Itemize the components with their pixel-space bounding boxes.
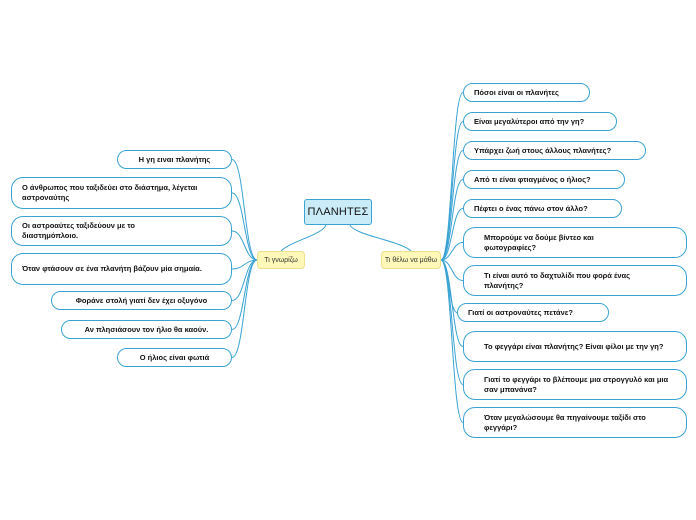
right-topic-connector	[440, 259, 464, 423]
question-node[interactable]: Γιατί το φεγγάρι το βλέπουμε μια στρογγυ…	[463, 369, 687, 400]
right-topic-connector	[440, 259, 464, 385]
right-topic-connector	[440, 259, 464, 347]
node-text: Ο ήλιος είναι φωτιά	[139, 352, 210, 362]
known-fact-node[interactable]: Φοράνε στολή γιατί δεν έχει οξυγόνο	[51, 291, 232, 310]
known-fact-node[interactable]: Οι αστροαύτες ταξιδεύουν με το διαστημόπ…	[11, 216, 232, 246]
question-node[interactable]: Από τι είναι φτιαγμένος ο ήλιος?	[463, 170, 625, 189]
root-to-left-branch-line	[280, 224, 327, 252]
question-node[interactable]: Το φεγγάρι είναι πλανήτης? Είναι φίλοι μ…	[463, 331, 687, 362]
question-node[interactable]: Τι είναι αυτό το δαχτυλίδι που φορά ένας…	[463, 265, 687, 296]
node-text: Αν πλησιάσουν τον ήλιο θα καούν.	[84, 324, 209, 334]
known-fact-node[interactable]: Ο άνθρωπος που ταξιδεύει στο διάστημα, λ…	[11, 177, 232, 209]
left-topic-connector	[231, 159, 258, 261]
node-text: Όταν φτάσουν σε ένα πλανήτη βάζουν μία σ…	[22, 264, 202, 273]
branch-label: Τι γνωρίζω	[264, 256, 298, 264]
node-text: Πόσοι είναι οι πλανήτες	[474, 87, 559, 97]
node-text: Τι είναι αυτό το δαχτυλίδι που φορά ένας…	[484, 270, 631, 290]
question-node[interactable]: Όταν μεγαλώσουμε θα πηγαίνουμε ταξίδι στ…	[463, 407, 687, 438]
node-text: Όταν μεγαλώσουμε θα πηγαίνουμε ταξίδι στ…	[484, 412, 646, 432]
node-text: Γιατί το φεγγάρι το βλέπουμε μια στρογγυ…	[484, 374, 669, 394]
root-to-right-branch-line	[349, 224, 412, 252]
left-topic-connector	[231, 230, 258, 261]
question-node[interactable]: Πόσοι είναι οι πλανήτες	[463, 83, 590, 102]
right-topic-connector	[440, 121, 464, 261]
question-node[interactable]: Πέφτει ο ένας πάνω στον άλλο?	[463, 199, 622, 218]
known-fact-node[interactable]: Αν πλησιάσουν τον ήλιο θα καούν.	[61, 320, 232, 339]
left-topic-connector	[231, 192, 258, 261]
node-text: Η γη ειναι πλανήτης	[138, 154, 211, 164]
node-text: Είναι μεγαλύτεροι από την γη?	[474, 116, 585, 126]
branch-what-i-know[interactable]: Τι γνωρίζω	[257, 251, 305, 269]
branch-what-i-want-to-learn[interactable]: Τι θέλω να μάθω	[381, 251, 441, 269]
right-topic-connector	[440, 150, 464, 261]
root-topic-planets[interactable]: ΠΛΑΝΗΤΕΣ	[304, 199, 372, 225]
node-text: Μπορούμε να δούμε βίντεο και φωτογραφίες…	[484, 232, 594, 252]
node-text: Ο άνθρωπος που ταξιδεύει στο διάστημα, λ…	[22, 183, 198, 202]
known-fact-node[interactable]: Όταν φτάσουν σε ένα πλανήτη βάζουν μία σ…	[11, 253, 232, 285]
right-topic-connector	[440, 242, 464, 261]
branch-label: Τι θέλω να μάθω	[384, 256, 438, 264]
right-topic-connector	[440, 208, 464, 261]
question-node[interactable]: Είναι μεγαλύτεροι από την γη?	[463, 112, 617, 131]
node-text: Το φεγγάρι είναι πλανήτης? Είναι φίλοι μ…	[484, 341, 664, 351]
question-node[interactable]: Γιατί οι αστροναύτες πετάνε?	[457, 303, 609, 322]
right-topic-connector	[440, 259, 464, 281]
left-topic-connector	[231, 259, 258, 330]
node-text: Οι αστροαύτες ταξιδεύουν με το διαστημόπ…	[22, 221, 135, 240]
root-topic-label: ΠΛΑΝΗΤΕΣ	[307, 206, 369, 218]
left-topic-connector	[231, 259, 258, 358]
known-fact-node[interactable]: Ο ήλιος είναι φωτιά	[117, 348, 232, 367]
node-text: Από τι είναι φτιαγμένος ο ήλιος?	[474, 174, 591, 184]
right-topic-connector	[440, 179, 464, 261]
node-text: Γιατί οι αστροναύτες πετάνε?	[468, 307, 573, 317]
node-text: Φοράνε στολή γιατί δεν έχει οξυγόνο	[75, 295, 208, 305]
known-fact-node[interactable]: Η γη ειναι πλανήτης	[117, 150, 232, 169]
node-text: Υπάρχει ζωή στους άλλους πλανήτες?	[474, 145, 612, 155]
node-text: Πέφτει ο ένας πάνω στον άλλο?	[474, 203, 588, 213]
question-node[interactable]: Μπορούμε να δούμε βίντεο και φωτογραφίες…	[463, 227, 687, 258]
question-node[interactable]: Υπάρχει ζωή στους άλλους πλανήτες?	[463, 141, 646, 160]
